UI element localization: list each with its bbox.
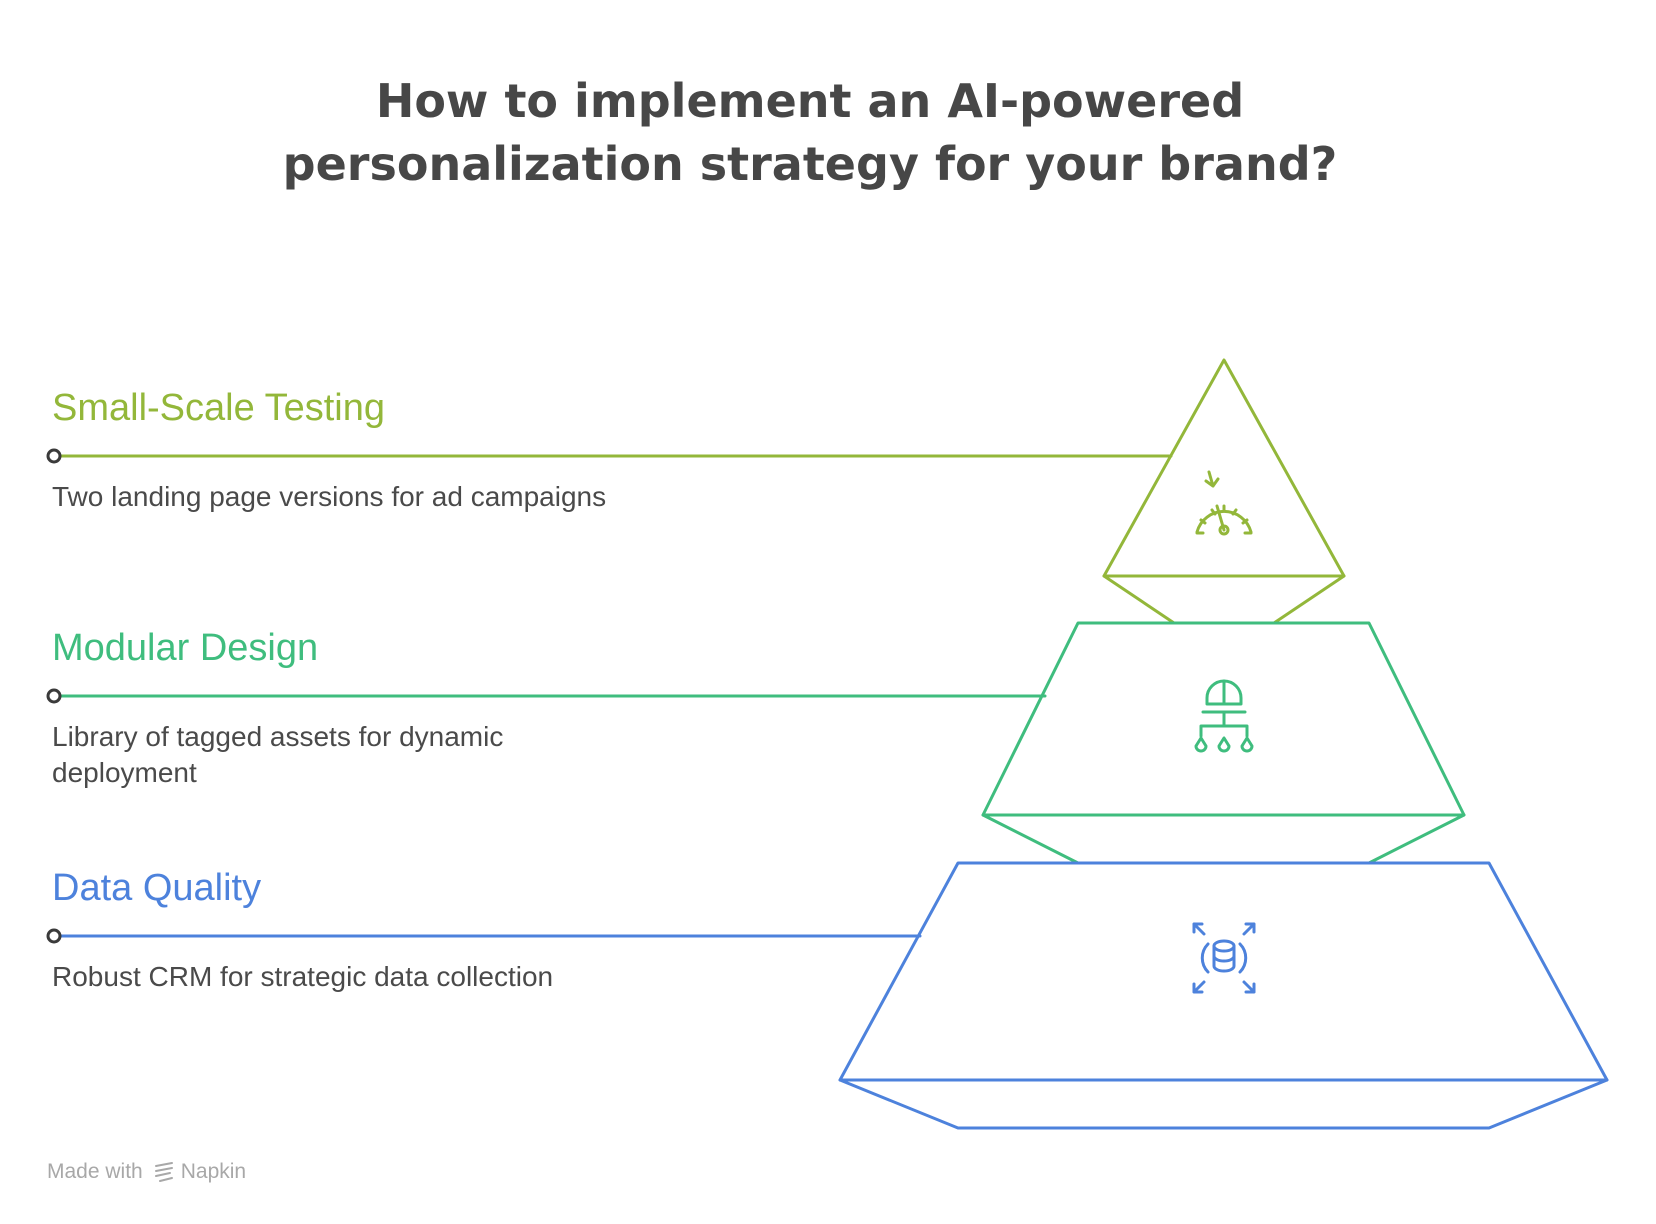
leader-dot-2	[46, 688, 62, 704]
pyramid-level-3	[46, 861, 1609, 1130]
modular-hierarchy-icon	[1194, 679, 1254, 753]
level-2-title: Modular Design	[52, 627, 319, 669]
pyramid-connector-2	[981, 813, 1466, 865]
title-line-1: How to implement an AI-powered	[375, 74, 1245, 128]
database-expand-icon	[1192, 922, 1256, 994]
level-3-title: Data Quality	[52, 867, 262, 909]
pyramid-apex	[1102, 358, 1346, 578]
napkin-logo-icon	[154, 1162, 173, 1182]
made-with-napkin-badge[interactable]: Made with Napkin	[47, 1160, 246, 1184]
title-line-2: personalization strategy for your brand?	[282, 137, 1338, 191]
leader-dot-3	[46, 928, 62, 944]
pyramid-level-1	[46, 358, 1346, 625]
page-title: How to implement an AI-powered personali…	[0, 70, 1620, 196]
level-2-description: Library of tagged assets for dynamic dep…	[52, 721, 504, 788]
speedometer-icon	[1195, 470, 1253, 536]
pyramid-connector-3	[838, 1078, 1609, 1130]
pyramid-connector-1	[1102, 574, 1346, 625]
level-1-description: Two landing page versions for ad campaig…	[52, 481, 607, 512]
level-3-description: Robust CRM for strategic data collection	[52, 961, 554, 992]
leader-dot-1	[46, 448, 62, 464]
napkin-brand-label: Napkin	[180, 1160, 247, 1183]
level-1-title: Small-Scale Testing	[52, 387, 386, 429]
made-with-label: Made with	[47, 1160, 143, 1183]
